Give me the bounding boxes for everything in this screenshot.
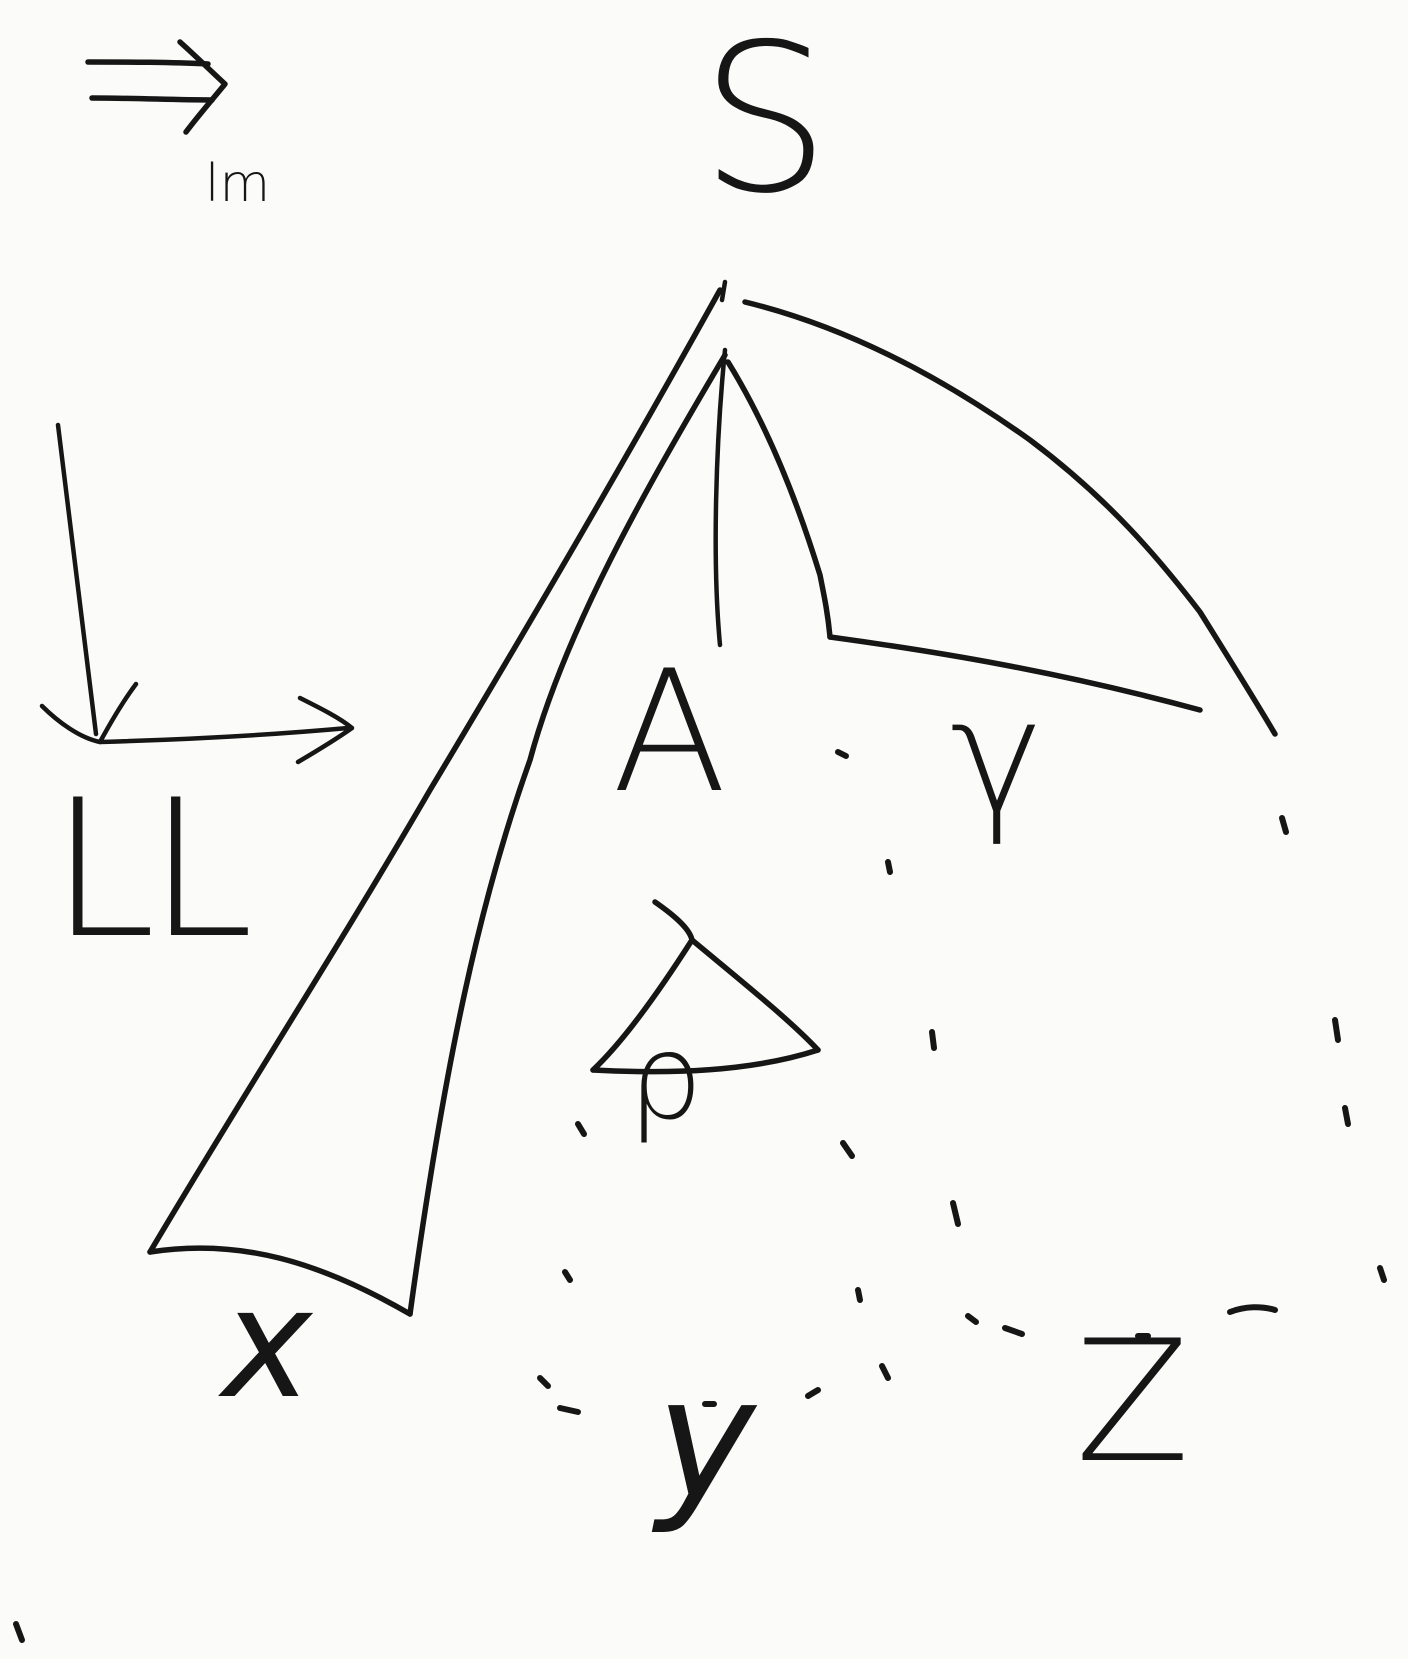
node-rho-label: ρ [628, 1008, 703, 1146]
double-arrow-icon [85, 39, 228, 135]
leaf-x-label: x [222, 1255, 312, 1432]
x-branch-triangle [147, 287, 728, 1317]
root-symbol-label: S [700, 1, 831, 239]
arrow-subscript-label: lm [205, 154, 271, 214]
node-gamma-label: γ [950, 665, 1044, 849]
apex-mark [719, 279, 728, 303]
leaf-y-label: y [656, 1341, 756, 1537]
rho-branch-triangle [590, 899, 821, 1075]
side-label: LL [50, 759, 254, 980]
gamma-branch-triangle [725, 299, 1278, 737]
a-branch-line [713, 347, 728, 648]
l-shaped-arrow-icon [39, 422, 355, 765]
leaf-z-label: Z [1075, 1304, 1191, 1500]
node-a-label: A [612, 634, 727, 830]
dotted-outline [13, 749, 1387, 1643]
